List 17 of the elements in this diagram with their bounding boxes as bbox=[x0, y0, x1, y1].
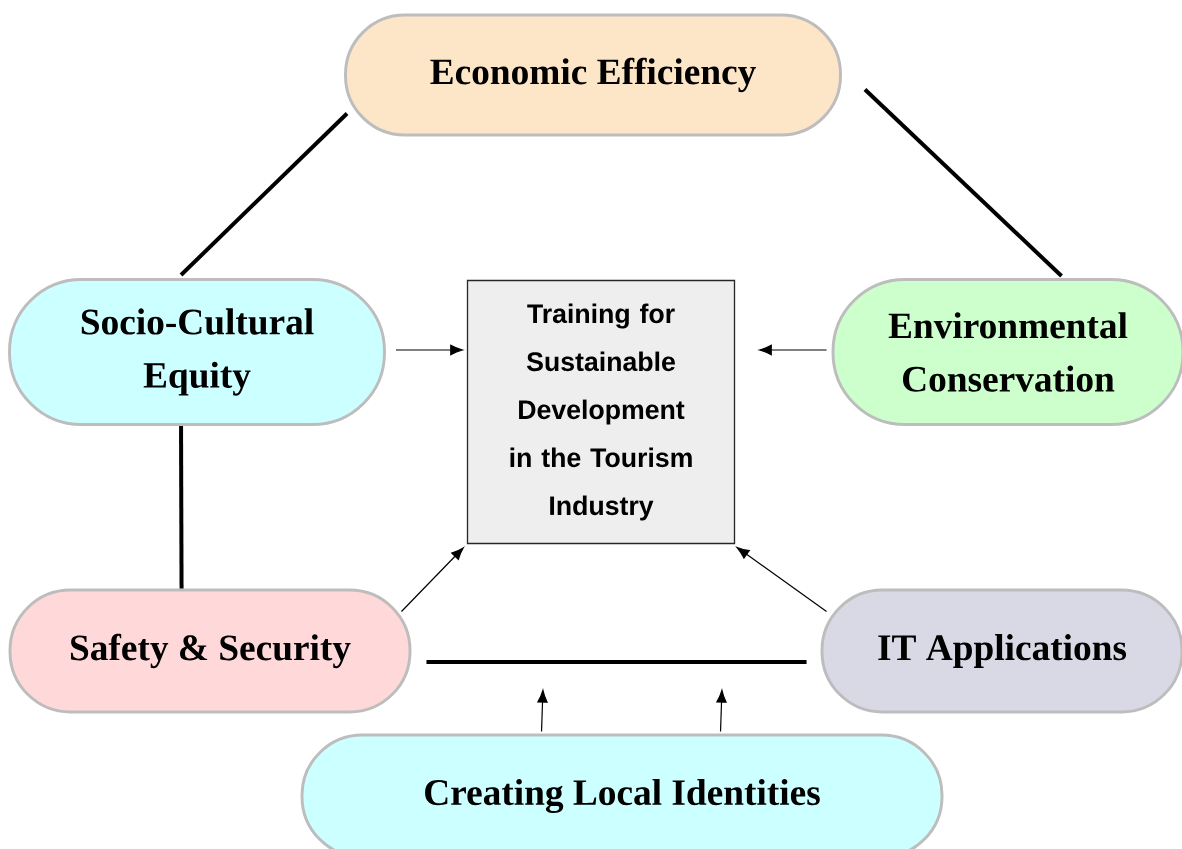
arrow bbox=[716, 689, 727, 733]
rounded-box: Economic Efficiency bbox=[344, 13, 842, 137]
text-box: Training for Sustainable Development in the Tourism Industry bbox=[466, 279, 736, 545]
arrow bbox=[759, 344, 828, 356]
rounded-box: Environmental Conservation bbox=[831, 278, 1182, 426]
connector-line bbox=[863, 88, 1063, 278]
arrow bbox=[395, 344, 464, 356]
arrow bbox=[537, 689, 548, 733]
rounded-box: Socio-Cultural Equity bbox=[8, 278, 386, 426]
arrow bbox=[400, 547, 464, 613]
arrow bbox=[736, 546, 828, 613]
connector-line bbox=[179, 425, 184, 589]
connector-line bbox=[426, 660, 807, 664]
rounded-box: Safety & Security bbox=[8, 588, 412, 714]
rounded-box: Creating Local Identities bbox=[300, 733, 944, 849]
connector-line bbox=[179, 112, 349, 277]
rounded-box: IT Applications bbox=[820, 588, 1182, 714]
